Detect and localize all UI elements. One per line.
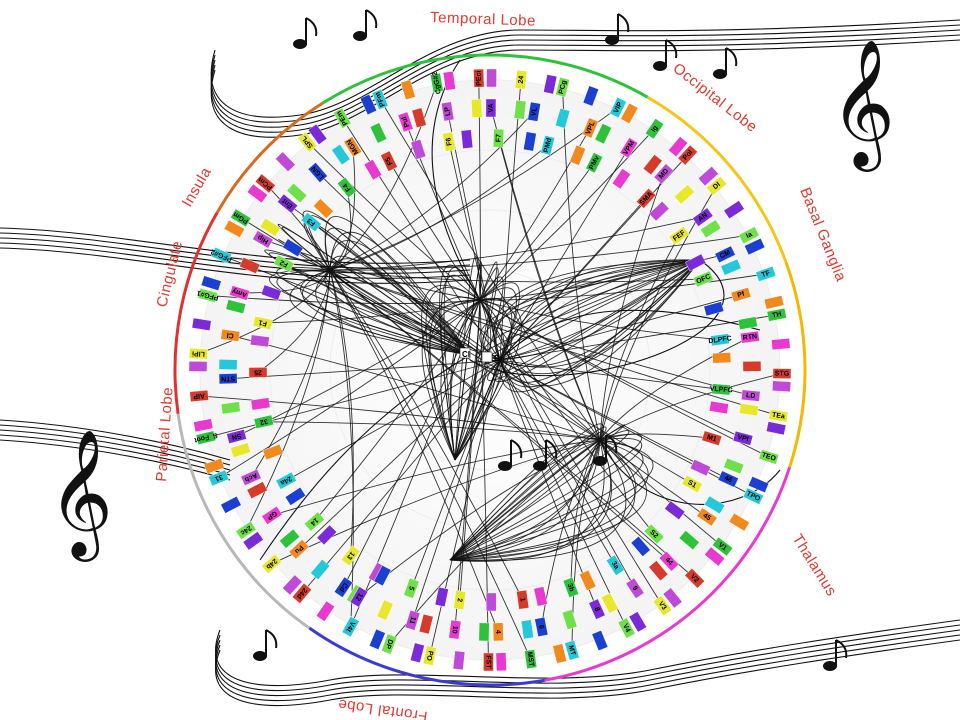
region-node-label: F6: [445, 137, 453, 146]
region-node: [471, 99, 482, 117]
region-node: [772, 381, 791, 392]
region-node: LIPi: [189, 348, 208, 359]
region-node-label: PEci: [475, 70, 483, 85]
lobe-arc-basal: [786, 262, 805, 467]
region-node-label: LP: [444, 106, 452, 116]
region-node: STG: [773, 368, 791, 378]
region-node: 2: [454, 590, 466, 609]
eighth-note-icon: [605, 35, 619, 45]
region-node-label: FST: [484, 655, 491, 669]
staff-line: [0, 440, 230, 480]
region-node: PEci: [473, 69, 484, 87]
region-node: VLPFC: [709, 383, 733, 395]
region-node: 4: [493, 623, 504, 641]
eighth-note-icon: [498, 461, 512, 471]
treble-clef-icon: 𝄞: [830, 38, 895, 172]
region-node: 10: [449, 620, 461, 639]
lobe-label-parietal: Parietal Lobe: [153, 386, 177, 482]
region-node: [771, 338, 790, 350]
region-node-label: 24: [518, 75, 526, 84]
region-node-label: 4: [494, 630, 501, 634]
region-node: VA: [486, 99, 496, 117]
hub-label-br: Br: [494, 354, 503, 363]
region-node: 25: [249, 367, 267, 377]
region-node: [219, 359, 237, 369]
region-node: [514, 100, 526, 119]
region-node-label: 10: [450, 625, 458, 634]
lobe-label-thalamus: Thalamus: [789, 531, 840, 599]
region-node: [743, 361, 761, 371]
eighth-note-icon: [713, 69, 727, 79]
lobe-label-basal-ganglia: Basal Ganglia: [796, 185, 849, 284]
lobe-label-cingulate: Cingulate: [153, 239, 186, 309]
region-node: STN: [219, 373, 237, 384]
lobe-label-temporal: Temporal Lobe: [430, 9, 536, 30]
region-node-label: F7: [495, 134, 502, 143]
region-node-label: Cl: [226, 331, 234, 339]
region-node: [453, 651, 465, 670]
region-node-label: STN: [221, 374, 235, 381]
eighth-note-icon: [823, 661, 837, 671]
lobe-label-insula: Insula: [179, 164, 215, 210]
region-node-label: AIP: [193, 391, 206, 399]
region-node: 24: [515, 70, 527, 89]
eighth-note-icon: [353, 31, 367, 41]
region-node-label: VA: [488, 103, 495, 112]
treble-clef-icon: 𝄞: [48, 428, 113, 562]
region-node: [461, 130, 473, 149]
region-node: [486, 69, 496, 87]
region-node: [250, 335, 269, 347]
region-node: RTN: [740, 331, 759, 343]
region-node-label: LIPi: [192, 349, 205, 357]
region-node-label: 25: [254, 368, 262, 375]
eighth-note-icon: [293, 39, 307, 49]
region-node-label: LD: [746, 392, 756, 400]
region-node: [712, 352, 730, 363]
region-node: [479, 623, 489, 641]
eighth-note-icon: [653, 61, 667, 71]
region-node: AIP: [190, 390, 209, 402]
region-node: LD: [741, 390, 760, 402]
region-node: [496, 653, 507, 671]
eighth-note-icon: [253, 651, 267, 661]
region-node: FST: [483, 653, 493, 671]
region-node: [486, 593, 496, 611]
staff-line: [0, 430, 230, 470]
region-node-label: STG: [775, 370, 790, 377]
region-node: F7: [493, 129, 504, 147]
region-node: [189, 361, 207, 371]
region-node: Cl: [221, 329, 240, 341]
lobe-label-frontal: Frontal Lobe: [337, 695, 429, 720]
hub-label-cl: Cl: [462, 350, 470, 359]
